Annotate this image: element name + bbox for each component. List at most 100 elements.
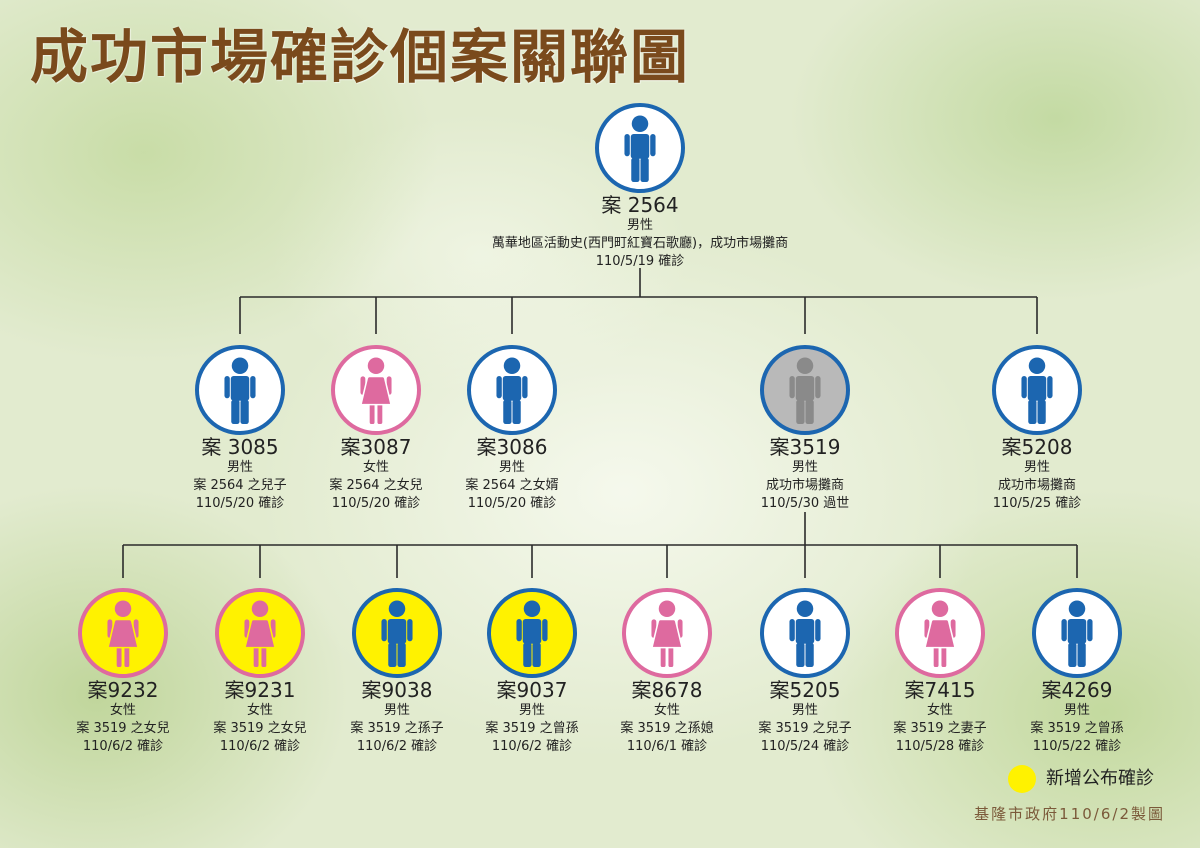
case-sex: 男性 <box>1023 460 1050 475</box>
case-avatar <box>331 345 421 435</box>
case-number: 案5205 <box>769 678 841 702</box>
case-relation: 案 3519 之女兒 <box>213 721 307 736</box>
case-avatar <box>487 588 577 678</box>
female-figure-icon <box>359 357 393 425</box>
case-date: 110/5/19 確診 <box>595 254 685 269</box>
case-sex: 女性 <box>926 703 953 718</box>
case-avatar <box>992 345 1082 435</box>
male-figure-icon <box>224 357 256 425</box>
case-date: 110/5/20 確診 <box>331 496 421 511</box>
case-avatar <box>1032 588 1122 678</box>
case-relation: 案 3519 之孫子 <box>350 721 444 736</box>
case-relation: 案 3519 之妻子 <box>893 721 987 736</box>
legend-swatch <box>1008 765 1036 793</box>
case-sex: 女性 <box>653 703 680 718</box>
case-relation: 案 2564 之兒子 <box>193 478 287 493</box>
case-date: 110/5/24 確診 <box>760 739 850 754</box>
case-relation: 萬華地區活動史(西門町紅寶石歌廳)，成功市場攤商 <box>491 236 789 251</box>
case-sex: 女性 <box>109 703 136 718</box>
case-sex: 男性 <box>518 703 545 718</box>
case-date: 110/5/30 過世 <box>760 496 850 511</box>
female-figure-icon <box>650 600 684 668</box>
case-sex: 女性 <box>362 460 389 475</box>
case-sex: 男性 <box>226 460 253 475</box>
legend-label: 新增公布確診 <box>1046 768 1154 789</box>
case-sex: 男性 <box>791 460 818 475</box>
case-sex: 男性 <box>791 703 818 718</box>
case-avatar <box>195 345 285 435</box>
case-number: 案3087 <box>340 435 412 459</box>
case-relation: 案 3519 之女兒 <box>76 721 170 736</box>
case-number: 案9038 <box>361 678 433 702</box>
case-sex: 女性 <box>246 703 273 718</box>
case-number: 案9037 <box>496 678 568 702</box>
case-relation: 案 3519 之曾孫 <box>485 721 579 736</box>
case-number: 案7415 <box>904 678 976 702</box>
case-avatar <box>760 588 850 678</box>
case-number: 案9232 <box>87 678 159 702</box>
male-figure-icon <box>789 357 821 425</box>
case-date: 110/6/1 確診 <box>626 739 708 754</box>
case-avatar <box>467 345 557 435</box>
male-figure-icon <box>516 600 548 668</box>
case-relation: 案 3519 之孫媳 <box>620 721 714 736</box>
credit-text: 基隆市政府110/6/2製圖 <box>974 805 1165 823</box>
case-avatar <box>760 345 850 435</box>
male-figure-icon <box>1061 600 1093 668</box>
case-number: 案4269 <box>1041 678 1113 702</box>
page-title: 成功市場確診個案關聯圖 <box>30 23 691 91</box>
case-avatar <box>622 588 712 678</box>
female-figure-icon <box>923 600 957 668</box>
male-figure-icon <box>624 115 656 183</box>
male-figure-icon <box>496 357 528 425</box>
case-sex: 男性 <box>498 460 525 475</box>
case-relation: 成功市場攤商 <box>765 478 844 493</box>
case-number: 案8678 <box>631 678 703 702</box>
case-date: 110/5/22 確診 <box>1032 739 1122 754</box>
case-number: 案5208 <box>1001 435 1073 459</box>
case-number: 案3519 <box>769 435 841 459</box>
case-relation: 案 3519 之曾孫 <box>1030 721 1124 736</box>
case-date: 110/5/28 確診 <box>895 739 985 754</box>
case-number: 案 2564 <box>601 193 679 217</box>
case-relation: 成功市場攤商 <box>997 478 1076 493</box>
case-avatar <box>215 588 305 678</box>
male-figure-icon <box>789 600 821 668</box>
case-sex: 男性 <box>383 703 410 718</box>
case-date: 110/6/2 確診 <box>491 739 573 754</box>
case-sex: 男性 <box>626 218 653 233</box>
case-sex: 男性 <box>1063 703 1090 718</box>
case-number: 案 3085 <box>201 435 279 459</box>
case-avatar <box>78 588 168 678</box>
female-figure-icon <box>106 600 140 668</box>
case-avatar <box>595 103 685 193</box>
male-figure-icon <box>1021 357 1053 425</box>
case-date: 110/6/2 確診 <box>356 739 438 754</box>
case-number: 案9231 <box>224 678 296 702</box>
case-number: 案3086 <box>476 435 548 459</box>
case-date: 110/5/20 確診 <box>195 496 285 511</box>
case-relation: 案 3519 之兒子 <box>758 721 852 736</box>
case-relation: 案 2564 之女婿 <box>465 478 559 493</box>
case-relation: 案 2564 之女兒 <box>329 478 423 493</box>
case-date: 110/5/20 確診 <box>467 496 557 511</box>
case-date: 110/6/2 確診 <box>82 739 164 754</box>
case-avatar <box>352 588 442 678</box>
male-figure-icon <box>381 600 413 668</box>
female-figure-icon <box>243 600 277 668</box>
case-avatar <box>895 588 985 678</box>
